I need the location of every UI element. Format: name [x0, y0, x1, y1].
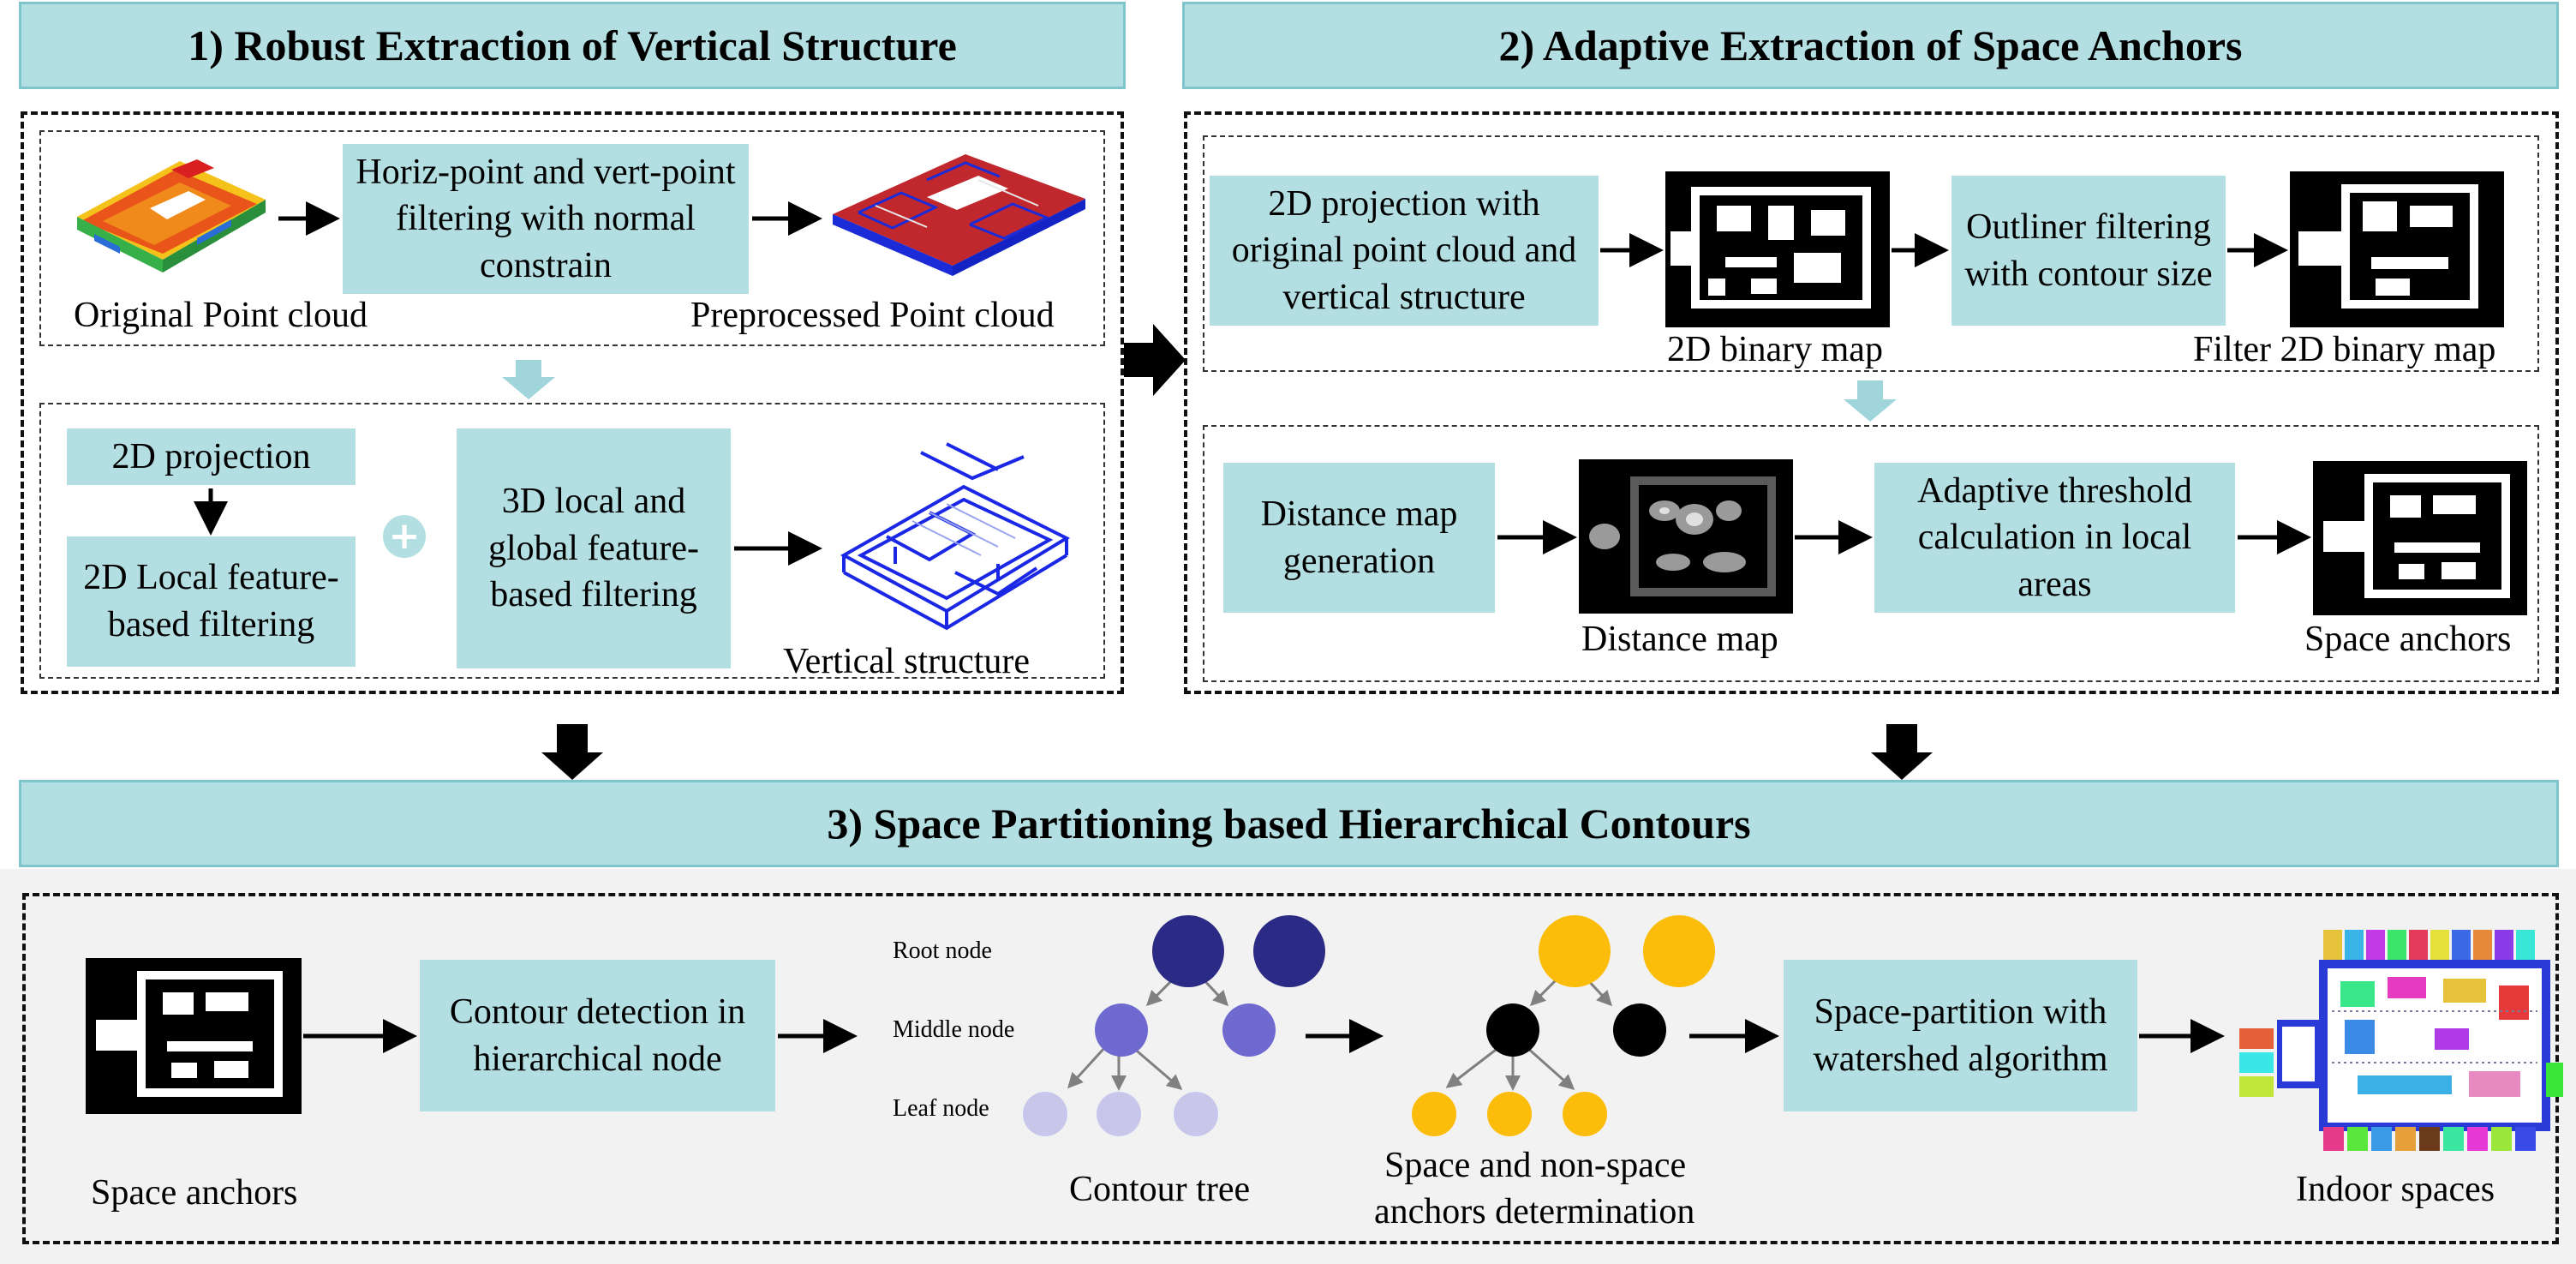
- section3-title: 3) Space Partitioning based Hierarchical…: [19, 780, 2559, 867]
- tree-leaf-node-1: [1023, 1092, 1067, 1136]
- light-arrow-s1: [502, 360, 555, 399]
- binary-map-image: [1665, 171, 1890, 327]
- section2-binary-frame: [1203, 135, 2539, 372]
- label-space-anchors-s2: Space anchors: [2304, 620, 2512, 659]
- label-root-node: Root node: [893, 938, 992, 964]
- anchor-middle-node-1: [1486, 1003, 1539, 1057]
- tree-root-node-2: [1253, 915, 1325, 987]
- box-outliner-filtering-text: Outliner filtering with contour size: [1964, 207, 2213, 294]
- box-2d-projection-s1-text: 2D projection: [111, 436, 311, 476]
- anchor-root-node-2: [1643, 915, 1715, 987]
- label-anchors-determination-2: anchors determination: [1374, 1192, 1695, 1231]
- box-contour-detection: Contour detection in hierarchical node: [420, 960, 775, 1111]
- tree-root-node-1: [1152, 915, 1224, 987]
- section1-preprocess-frame: [39, 130, 1105, 346]
- section1-title: 1) Robust Extraction of Vertical Structu…: [19, 2, 1126, 89]
- anchor-leaf-node-1: [1412, 1092, 1456, 1136]
- bold-arrow-down-left: [541, 724, 603, 780]
- box-3d-filtering: 3D local and global feature-based filter…: [457, 428, 731, 668]
- label-anchors-determination-1: Space and non-space: [1384, 1146, 1687, 1185]
- section2-frame: [1184, 111, 2559, 694]
- anchor-root-node-1: [1539, 915, 1611, 987]
- tree-middle-node-2: [1222, 1003, 1276, 1057]
- box-2d-projection-s2: 2D projection with original point cloud …: [1210, 176, 1599, 326]
- anchor-leaf-node-2: [1487, 1092, 1532, 1136]
- anchor-leaf-node-3: [1563, 1092, 1607, 1136]
- section2-title: 2) Adaptive Extraction of Space Anchors: [1182, 2, 2559, 89]
- section3-title-text: 3) Space Partitioning based Hierarchical…: [827, 800, 1751, 848]
- label-indoor-spaces: Indoor spaces: [2296, 1170, 2495, 1209]
- box-2d-projection-s2-text: 2D projection with original point cloud …: [1231, 183, 1577, 317]
- box-distance-map-generation-text: Distance map generation: [1260, 494, 1458, 581]
- tree-middle-node-1: [1095, 1003, 1148, 1057]
- box-2d-projection-s1: 2D projection: [67, 428, 356, 485]
- tree-leaf-node-3: [1174, 1092, 1218, 1136]
- label-middle-node: Middle node: [893, 1016, 1015, 1043]
- section2-title-text: 2) Adaptive Extraction of Space Anchors: [1498, 21, 2243, 69]
- section1-title-text: 1) Robust Extraction of Vertical Structu…: [188, 21, 957, 69]
- box-2d-local-filtering: 2D Local feature-based filtering: [67, 536, 356, 667]
- box-outliner-filtering: Outliner filtering with contour size: [1951, 176, 2226, 326]
- section1-filter-frame: [39, 403, 1105, 679]
- filtered-binary-map-image: [2290, 171, 2504, 327]
- box-3d-filtering-text: 3D local and global feature-based filter…: [487, 482, 700, 615]
- label-preprocessed-point-cloud: Preprocessed Point cloud: [690, 296, 1055, 335]
- box-watershed: Space-partition with watershed algorithm: [1784, 960, 2137, 1111]
- box-contour-detection-text: Contour detection in hierarchical node: [449, 991, 746, 1079]
- tree-leaf-node-2: [1097, 1092, 1141, 1136]
- label-space-anchors-s3: Space anchors: [91, 1173, 298, 1213]
- box-adaptive-threshold-text: Adaptive threshold calculation in local …: [1917, 470, 2192, 604]
- plus-icon: +: [383, 515, 426, 558]
- space-anchors-image-s3: [86, 958, 302, 1114]
- label-filter-binary-map: Filter 2D binary map: [2193, 330, 2496, 369]
- distance-map-image: [1579, 459, 1793, 614]
- box-horiz-vert-filtering-text: Horiz-point and vert-point filtering wit…: [356, 152, 736, 285]
- box-adaptive-threshold: Adaptive threshold calculation in local …: [1874, 463, 2235, 613]
- light-arrow-s2: [1844, 380, 1897, 422]
- label-original-point-cloud: Original Point cloud: [74, 296, 368, 335]
- vertical-structure-image: [840, 442, 1071, 631]
- label-vertical-structure: Vertical structure: [783, 642, 1031, 681]
- bold-arrow-right: [1124, 324, 1186, 396]
- box-distance-map-generation: Distance map generation: [1223, 463, 1495, 613]
- box-horiz-vert-filtering: Horiz-point and vert-point filtering wit…: [343, 144, 749, 294]
- label-distance-map: Distance map: [1581, 620, 1778, 659]
- space-anchors-image-s2: [2313, 461, 2527, 615]
- preprocessed-point-cloud-image: [833, 154, 1085, 276]
- original-point-cloud-image: [77, 159, 266, 273]
- indoor-spaces-image: [2239, 930, 2563, 1151]
- anchor-middle-node-2: [1613, 1003, 1666, 1057]
- section2-anchor-frame: [1203, 425, 2539, 682]
- box-2d-local-filtering-text: 2D Local feature-based filtering: [83, 558, 339, 644]
- label-contour-tree: Contour tree: [1069, 1170, 1251, 1209]
- section1-frame: [21, 111, 1124, 694]
- bold-arrow-down-right: [1871, 724, 1933, 780]
- label-binary-map: 2D binary map: [1667, 330, 1883, 369]
- box-watershed-text: Space-partition with watershed algorithm: [1813, 991, 2108, 1079]
- label-leaf-node: Leaf node: [893, 1095, 989, 1122]
